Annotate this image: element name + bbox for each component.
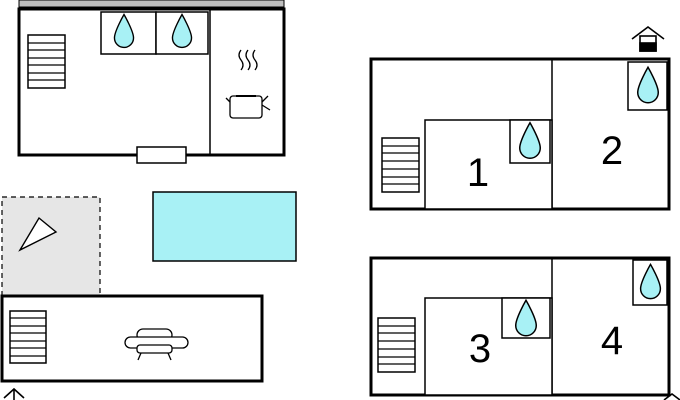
- unit-b: 3 4: [369, 256, 671, 397]
- sofa-icon: [124, 328, 189, 361]
- water-drop-icon: [155, 11, 209, 55]
- stairs-icon: [377, 317, 416, 373]
- entrance-icon: [631, 26, 665, 52]
- unit-a: 1 2: [369, 57, 671, 211]
- living-building: [0, 294, 264, 383]
- water-drop-icon: [632, 259, 668, 306]
- water-drop-icon: [509, 119, 551, 164]
- room-number-3: 3: [469, 327, 491, 371]
- water-drop-icon: [100, 11, 157, 55]
- kitchen-building: [17, 0, 286, 164]
- stairs-icon: [9, 310, 47, 364]
- window: [136, 146, 187, 164]
- room-number-2: 2: [601, 129, 623, 173]
- water-drop-icon: [501, 297, 551, 339]
- pool-icon: [152, 191, 297, 262]
- terrace-icon: [18, 216, 58, 252]
- entrance-icon: [3, 387, 25, 400]
- room-number-4: 4: [601, 319, 623, 363]
- room-number-1: 1: [467, 151, 489, 195]
- cooking-pot-icon: [225, 49, 271, 119]
- roof-strip: [18, 0, 285, 8]
- water-drop-icon: [627, 61, 668, 111]
- stairs-icon: [381, 137, 420, 193]
- entrance-icon: [663, 393, 680, 400]
- stairs-icon: [27, 34, 66, 89]
- terrace-area: [1, 196, 101, 298]
